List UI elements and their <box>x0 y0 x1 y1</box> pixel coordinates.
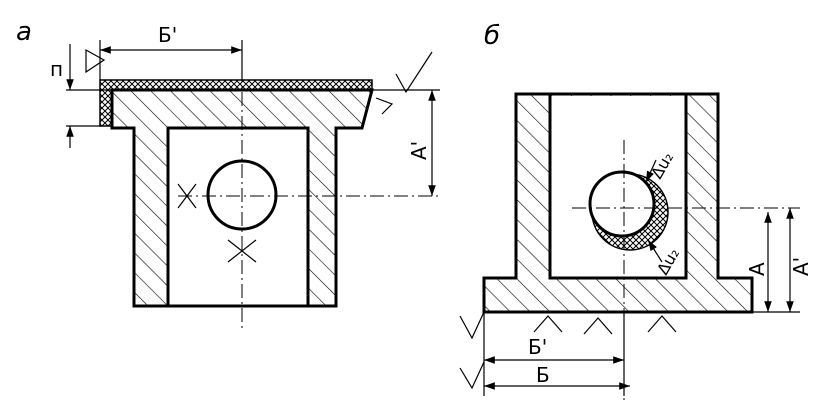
panel-b-bore <box>588 170 656 238</box>
panel-b-support-marks <box>533 315 677 335</box>
panel-a-dim-a-prime: А' <box>407 141 431 160</box>
panel-b: б Δu₂ Δu₂ А А' Б' <box>459 21 813 400</box>
panel-b-surface-mark-left <box>459 311 485 390</box>
panel-a-surface-mark-right <box>395 51 433 94</box>
panel-a-label: а <box>16 17 32 47</box>
panel-a: а Б' п <box>16 17 440 328</box>
panel-a-dim-b-prime: Б' <box>158 23 177 47</box>
panel-b-dim-a: А <box>745 262 769 276</box>
panel-a-dim-allowance: п <box>50 57 63 81</box>
panel-b-dim-a-prime: А' <box>789 257 813 276</box>
panel-b-dim-b: Б <box>536 363 550 387</box>
panel-b-label: б <box>484 21 500 51</box>
panel-b-dim-b-prime: Б' <box>528 335 547 359</box>
panel-a-section-mark-vertical <box>227 239 257 263</box>
panel-a-body-outline <box>110 88 374 308</box>
panel-a-section-mark-horizontal <box>177 183 197 209</box>
panel-a-surface-mark-left <box>85 48 106 74</box>
panel-a-body-section <box>112 90 372 306</box>
